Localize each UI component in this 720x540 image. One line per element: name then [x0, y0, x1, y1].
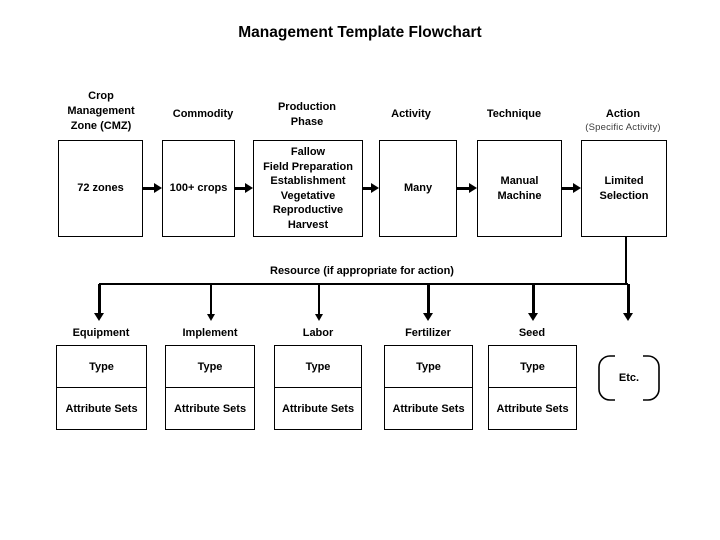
attribute-sets-cell: Attribute Sets: [489, 387, 576, 429]
attribute-sets-cell: Attribute Sets: [166, 387, 254, 429]
column-header-activity: Activity: [391, 108, 431, 120]
type-cell: Type: [197, 360, 223, 373]
type-cell: Type: [416, 360, 441, 373]
type-cell: Type: [89, 360, 114, 373]
flow-arrow-head-icon: [371, 183, 379, 193]
branch-arrow-head-icon: [527, 313, 538, 321]
resource-column-label-equipment: Equipment: [72, 327, 130, 339]
resource-column-label-labor: Labor: [302, 327, 334, 339]
flow-arrow-shaft: [363, 187, 371, 190]
flow-arrow-shaft: [457, 187, 469, 190]
type-cell: Type: [520, 360, 545, 373]
resource-box-fertilizer: Type Attribute Sets: [384, 345, 473, 430]
column-header-action-subtitle: (Specific Activity): [585, 122, 661, 133]
column-header-crop-management-zone: Crop Management Zone (CMZ): [67, 90, 135, 132]
branch-arrow-shaft: [97, 284, 101, 314]
flow-arrow-shaft: [561, 187, 573, 190]
etc-label: Etc.: [618, 372, 640, 384]
column-header-action: Action (Specific Activity): [568, 107, 678, 134]
column-header-technique: Technique: [486, 108, 542, 120]
column-header-production-phase: Production Phase: [277, 101, 337, 128]
branch-arrow-head-icon: [206, 314, 215, 321]
column-header-action-title: Action: [605, 108, 641, 120]
flow-box-production-phase: Fallow Field Preparation Establishment V…: [253, 140, 363, 237]
flow-arrow-shaft: [234, 187, 245, 190]
attribute-sets-cell: Attribute Sets: [275, 387, 361, 429]
action-drop-line: [625, 237, 627, 284]
branch-arrow-head-icon: [622, 313, 633, 321]
resource-box-implement: Type Attribute Sets: [165, 345, 255, 430]
flow-box-action: Limited Selection: [581, 140, 667, 237]
flow-box-commodity: 100+ crops: [162, 140, 235, 237]
resource-branch-line: [99, 283, 628, 285]
attribute-sets-cell: Attribute Sets: [385, 387, 472, 429]
etc-bracket-shape: [598, 355, 660, 401]
resource-box-labor: Type Attribute Sets: [274, 345, 362, 430]
etc-bracket: Etc.: [598, 355, 660, 401]
flow-box-technique: Manual Machine: [477, 140, 562, 237]
flow-arrow-head-icon: [245, 183, 253, 193]
flow-arrow-shaft: [143, 187, 154, 190]
branch-arrow-shaft: [318, 284, 320, 314]
column-header-commodity: Commodity: [172, 108, 234, 120]
flow-arrow-head-icon: [573, 183, 581, 193]
resource-column-label-implement: Implement: [182, 327, 238, 339]
resource-box-equipment: Type Attribute Sets: [56, 345, 147, 430]
branch-arrow-shaft: [531, 284, 535, 314]
branch-arrow-head-icon: [314, 314, 323, 321]
resource-column-label-fertilizer: Fertilizer: [405, 327, 451, 339]
slide-title: Management Template Flowchart: [238, 24, 482, 41]
branch-arrow-shaft: [210, 284, 212, 314]
branch-arrow-shaft: [626, 284, 630, 314]
branch-arrow-head-icon: [423, 313, 433, 321]
flow-box-crop-management-zone: 72 zones: [58, 140, 143, 237]
resource-column-label-seed: Seed: [518, 327, 546, 339]
flow-arrow-head-icon: [469, 183, 477, 193]
flow-arrow-head-icon: [154, 183, 162, 193]
branch-arrow-shaft: [427, 284, 430, 314]
resource-label: Resource (if appropriate for action): [270, 265, 454, 277]
resource-box-seed: Type Attribute Sets: [488, 345, 577, 430]
flow-box-activity: Many: [379, 140, 457, 237]
branch-arrow-head-icon: [93, 313, 104, 321]
type-cell: Type: [305, 360, 331, 373]
attribute-sets-cell: Attribute Sets: [57, 387, 146, 429]
